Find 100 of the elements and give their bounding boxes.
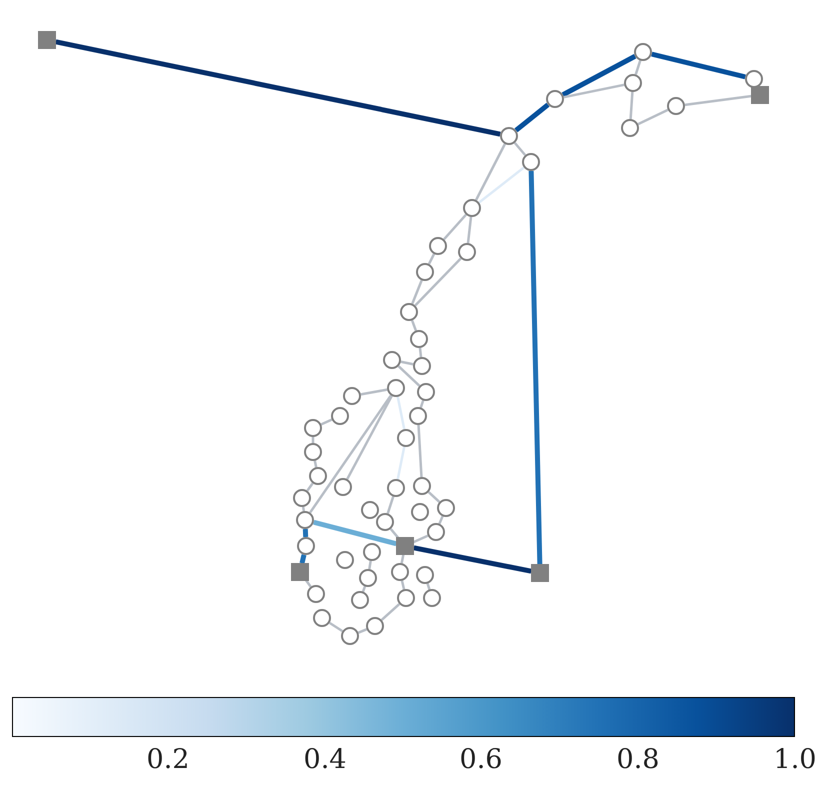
node-circle — [745, 70, 763, 88]
connector-line — [634, 60, 642, 75]
connector-line — [400, 554, 405, 564]
node-circle — [400, 303, 418, 321]
node-circle — [416, 566, 434, 584]
node-circle — [522, 153, 540, 171]
connector-line — [651, 52, 746, 80]
connector-line — [312, 437, 314, 443]
node-circle — [383, 351, 401, 369]
node-circle — [313, 609, 331, 627]
node-circle — [624, 74, 642, 92]
node-circle — [667, 97, 685, 115]
node-circle — [293, 489, 311, 507]
connector-line — [346, 395, 393, 480]
connector-line — [414, 258, 462, 306]
connector-line — [328, 622, 344, 632]
node-square — [291, 563, 309, 581]
connector-line — [411, 280, 423, 304]
connector-line — [55, 39, 501, 137]
node-circle — [634, 43, 652, 61]
connector-line — [417, 424, 423, 478]
connector-line — [418, 348, 422, 358]
node-circle — [437, 499, 455, 517]
connector-line — [398, 365, 420, 387]
connector-line — [562, 54, 636, 97]
connector-line — [443, 214, 467, 240]
node-circle — [423, 589, 441, 607]
node-circle — [309, 467, 327, 485]
connector-line — [300, 554, 306, 564]
connector-line — [413, 545, 532, 574]
connector-line — [396, 396, 406, 430]
connector-line — [426, 583, 431, 590]
node-square — [38, 31, 56, 49]
node-circle — [417, 383, 435, 401]
connector-line — [360, 388, 388, 396]
connector-line — [386, 496, 394, 514]
connector-line — [306, 482, 314, 492]
connector-line — [390, 528, 400, 540]
node-circle — [343, 387, 361, 405]
connector-line — [302, 528, 308, 538]
node-circle — [397, 589, 415, 607]
node-square — [531, 564, 549, 582]
connector-line — [428, 253, 436, 265]
node-circle — [416, 263, 434, 281]
node-circle — [366, 617, 384, 635]
connector-line — [412, 534, 428, 544]
tick-label: 0.8 — [616, 744, 660, 775]
tick-label: 0.6 — [460, 744, 502, 775]
node-circle — [296, 511, 314, 529]
tick-label: 0.4 — [304, 744, 346, 775]
node-circle — [458, 243, 476, 261]
node-circle — [397, 429, 415, 447]
connector-line — [309, 394, 392, 514]
node-circle — [334, 478, 352, 496]
node-circle — [387, 479, 405, 497]
node-circle — [429, 237, 447, 255]
node-circle — [413, 357, 431, 375]
node-circle — [331, 407, 349, 425]
connector-line — [428, 491, 440, 503]
node-circle — [546, 90, 564, 108]
connector-line — [358, 628, 368, 634]
node-circle — [463, 199, 481, 217]
connector-line — [380, 603, 400, 621]
node-circle — [351, 591, 369, 609]
node-circle — [411, 503, 429, 521]
node-circle — [304, 419, 322, 437]
connector-line — [514, 142, 526, 156]
node-circle — [621, 119, 639, 137]
node-circle — [387, 379, 405, 397]
connector-line — [438, 516, 444, 524]
connector-line — [313, 520, 397, 546]
connector-line — [410, 320, 418, 331]
node-circle — [500, 127, 518, 145]
node-square — [396, 537, 414, 555]
connector-line — [638, 108, 668, 126]
connector-line — [400, 580, 406, 590]
connector-line — [514, 102, 550, 132]
connector-line — [629, 92, 634, 120]
node-circle — [409, 407, 427, 425]
connector-line — [396, 446, 406, 480]
connector-line — [304, 578, 312, 588]
node-circle — [413, 477, 431, 495]
node-circle — [304, 443, 322, 461]
node-circle — [359, 569, 377, 587]
node-circle — [361, 501, 379, 519]
connector-line — [362, 586, 366, 592]
connector-line — [400, 360, 414, 366]
node-circle — [427, 523, 445, 541]
connector-line — [475, 143, 506, 201]
connector-line — [314, 460, 318, 468]
connector-line — [368, 560, 372, 570]
connector-line — [478, 166, 525, 204]
node-circle — [376, 513, 394, 531]
node-square — [751, 86, 769, 104]
connector-line — [320, 418, 332, 426]
connector-line — [302, 506, 306, 512]
node-circle — [363, 543, 381, 561]
node-circle — [307, 585, 325, 603]
node-circle — [297, 537, 315, 555]
tick-label: 1.0 — [774, 744, 816, 775]
